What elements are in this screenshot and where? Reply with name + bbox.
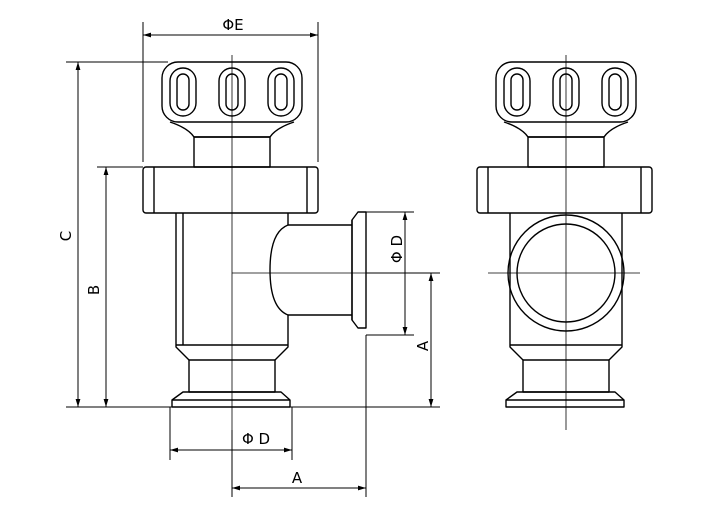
label-a-side: A — [414, 340, 432, 351]
side-view — [476, 55, 653, 430]
dimension-phi-d-bottom — [169, 407, 293, 460]
label-phi-d-bottom: Φ D — [242, 430, 270, 448]
label-a-bottom: A — [292, 469, 303, 487]
dimension-a-side — [290, 272, 440, 408]
label-b: B — [85, 285, 103, 295]
label-c: C — [57, 231, 75, 241]
front-top-flange — [142, 166, 319, 214]
dimension-c — [66, 61, 172, 408]
side-top-flange — [476, 166, 653, 214]
front-view — [142, 55, 367, 430]
front-bottom-port — [171, 359, 291, 408]
label-phi-e: ΦE — [222, 16, 243, 34]
dimension-phi-e — [142, 22, 319, 162]
side-bottom-port — [505, 359, 625, 408]
dimension-a-bottom — [231, 335, 367, 497]
label-phi-d-side: Φ D — [388, 235, 406, 263]
dimension-b — [97, 166, 143, 407]
front-side-port — [269, 211, 367, 329]
